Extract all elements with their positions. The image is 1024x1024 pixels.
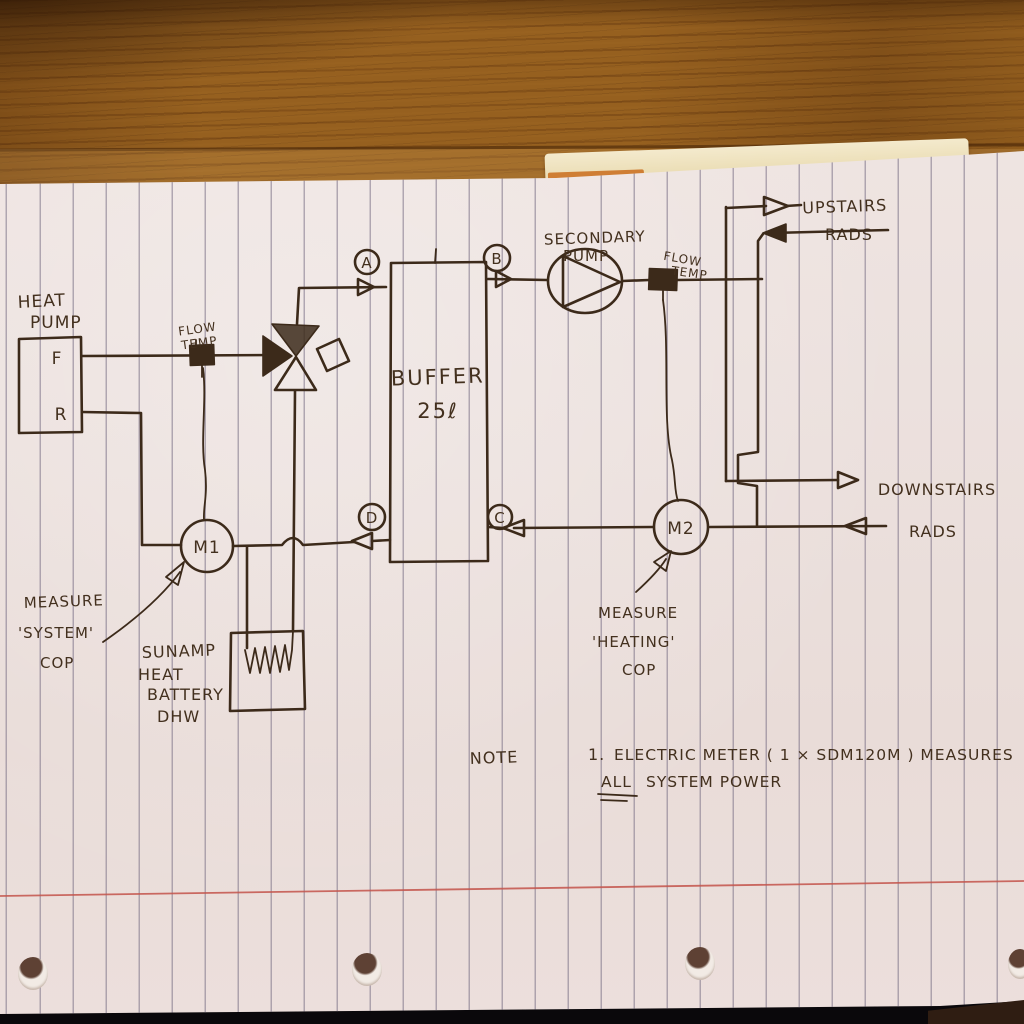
sunamp-label: DHW (157, 707, 200, 726)
annotation-arrow (102, 571, 181, 643)
measure-system-cop-annotation: MEASURE 'SYSTEM' COP (18, 561, 185, 672)
secondary-pump-label: PUMP (563, 247, 609, 265)
buffer-port-a: A (353, 248, 381, 297)
annotation-text: 'HEATING' (592, 633, 676, 651)
return-port-label: R (55, 405, 68, 425)
buffer-port-c: C (486, 503, 526, 538)
pump-direction-triangle (561, 254, 622, 309)
flow-arrow (762, 195, 790, 217)
annotation-text: COP (622, 661, 656, 679)
flow-pipe-buffer-to-pump (486, 277, 549, 282)
upstairs-rads-connection: UPSTAIRS RADS (724, 195, 890, 527)
downstairs-flow-pipe (724, 478, 840, 483)
flow-temp-label: TEMP (179, 334, 218, 353)
note-text-line2: SYSTEM POWER (646, 773, 782, 791)
annotation-text: 'SYSTEM' (18, 624, 94, 642)
pipe-valve-to-sunamp (291, 389, 297, 633)
flow-pipe-valve-to-buffer (295, 285, 388, 326)
flow-pipe-sensor-to-riser (675, 277, 764, 282)
flow-arrow (356, 277, 376, 297)
return-riser (736, 232, 765, 527)
flow-temp-sensor-right: FLOW TEMP (647, 249, 709, 502)
buffer-volume-label: 25ℓ (417, 399, 458, 423)
annotation-text: MEASURE (598, 604, 678, 622)
note-text-line1: ELECTRIC METER ( 1 × SDM120M ) MEASURES (614, 746, 1014, 764)
heating-coil (244, 630, 294, 674)
flow-pipe-hp-to-valve (80, 353, 283, 358)
return-arrow (843, 516, 868, 536)
margin-line (0, 880, 1024, 897)
buffer-port-b: B (482, 243, 549, 289)
flow-arrow (494, 269, 513, 289)
flow-temp-label: FLOW (663, 249, 703, 269)
punch-hole (1008, 949, 1024, 979)
upstairs-rads-label: UPSTAIRS (802, 196, 888, 218)
downstairs-rads-connection: DOWNSTAIRS RADS (708, 470, 996, 541)
three-way-valve (262, 285, 388, 633)
wood-table (0, 0, 1024, 196)
return-arrow (501, 518, 526, 538)
annotation-arrowhead (165, 561, 185, 586)
note-block: NOTE 1. ELECTRIC METER ( 1 × SDM120M ) M… (469, 745, 1014, 802)
buffer-vent-tick (434, 248, 437, 264)
sensor-wire-to-m1 (202, 367, 207, 521)
port-label: D (366, 509, 379, 527)
meter-m2: M2 (512, 498, 710, 556)
downstairs-rads-label: RADS (909, 522, 957, 541)
downstairs-rads-label: DOWNSTAIRS (878, 480, 996, 499)
downstairs-return-pipe (708, 524, 888, 529)
buffer-port-d: D (350, 502, 392, 551)
port-label: C (494, 509, 505, 527)
buffer-tank: BUFFER 25ℓ (388, 248, 490, 564)
sunamp-label: SUNAMP (141, 640, 216, 662)
sunamp-heat-battery: SUNAMP HEAT BATTERY DHW (138, 544, 307, 726)
port-label: A (361, 254, 372, 272)
flow-temp-label: FLOW (177, 319, 217, 338)
punch-hole (352, 953, 382, 986)
punch-hole (18, 957, 48, 990)
secondary-pump-label: SECONDARY (544, 227, 646, 249)
sunamp-box (228, 629, 307, 713)
annotation-text: COP (40, 654, 74, 672)
note-item-number: 1. (588, 745, 605, 764)
return-pipe-hp (80, 410, 144, 546)
note-heading: NOTE (469, 747, 518, 768)
upstairs-rads-label: RADS (825, 225, 873, 244)
return-pipe-m2-to-buffer (512, 525, 655, 530)
meter-label: M1 (193, 538, 220, 558)
punch-hole (685, 947, 715, 980)
upstairs-return-pipe (770, 228, 890, 235)
buffer-label: BUFFER (390, 363, 485, 390)
flow-arrow (836, 470, 860, 490)
note-text-all: ALL (601, 773, 632, 791)
sunamp-label: BATTERY (147, 685, 224, 704)
annotation-text: MEASURE (24, 591, 105, 612)
heat-pump-box: HEAT PUMP F R (17, 290, 84, 435)
annotation-arrowhead (653, 550, 672, 572)
port-label: B (491, 250, 502, 268)
flow-temp-sensor-left: FLOW TEMP (177, 319, 218, 521)
return-pipe-m1-to-buffer (231, 536, 356, 548)
sensor-wire-to-m2 (662, 299, 679, 502)
meter-m1: M1 (179, 518, 235, 574)
valve-actuator (315, 337, 351, 373)
flow-arrow (350, 531, 374, 551)
flow-temp-label: TEMP (670, 263, 709, 282)
flow-pipe-pump-to-sensor (620, 278, 651, 283)
meter-label: M2 (667, 519, 694, 539)
underline (597, 793, 638, 802)
sunamp-label: HEAT (138, 665, 184, 684)
annotation-arrow (635, 558, 667, 593)
heat-pump-label: HEAT (17, 290, 66, 312)
return-arrow (762, 223, 787, 243)
measure-heating-cop-annotation: MEASURE 'HEATING' COP (592, 550, 678, 679)
secondary-pump: SECONDARY PUMP (544, 227, 651, 315)
heat-pump-label: PUMP (30, 313, 82, 333)
flow-port-label: F (52, 349, 63, 369)
